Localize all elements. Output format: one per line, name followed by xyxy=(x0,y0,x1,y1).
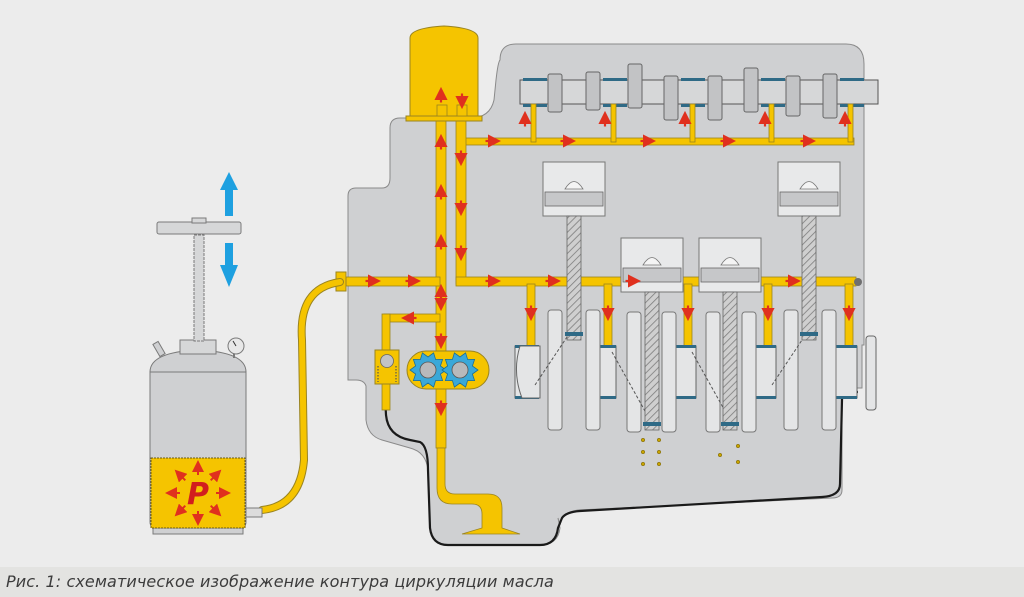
oil-drip xyxy=(640,461,646,467)
pressure-ray-arrow xyxy=(174,469,188,483)
pressure-arrows xyxy=(165,460,231,526)
blue-up-arrow xyxy=(220,172,238,216)
piston-pin xyxy=(779,191,839,207)
pump-gear-right xyxy=(441,352,479,388)
crank-web xyxy=(821,309,837,431)
piston-assembly xyxy=(542,161,606,341)
pressure-ray-arrow xyxy=(174,503,188,517)
connecting-rod xyxy=(722,291,738,431)
oil-drip xyxy=(735,459,741,465)
pressure-ray-arrow xyxy=(208,503,222,517)
pressure-relief-valve xyxy=(374,349,400,385)
oil-drip xyxy=(735,443,741,449)
pressure-label: P xyxy=(187,477,209,512)
oil-drip xyxy=(656,449,662,455)
crank-flange xyxy=(865,335,877,411)
main-journal xyxy=(832,345,858,399)
crank-web xyxy=(783,309,799,431)
pump-handle[interactable] xyxy=(156,217,242,342)
main-bearing xyxy=(672,345,696,348)
main-bearing xyxy=(672,396,696,399)
main-bearing xyxy=(592,345,616,348)
small-end xyxy=(720,257,740,266)
crank-web xyxy=(547,309,563,431)
crank-web xyxy=(741,311,757,433)
pressure-tank: P xyxy=(149,339,263,535)
rod-bearing xyxy=(800,332,818,336)
main-bearing xyxy=(592,396,616,399)
crankshaft xyxy=(514,309,877,433)
oil-circulation-diagram: P xyxy=(149,25,879,547)
pump-gear-left xyxy=(409,352,447,388)
main-bearing xyxy=(833,345,857,348)
pressure-gauge xyxy=(227,337,245,358)
figure-caption: Рис. 1: схематическое изображение контур… xyxy=(6,572,554,591)
piston-pin xyxy=(544,191,604,207)
piston-assembly xyxy=(777,161,841,341)
crank-oil-passage xyxy=(691,351,731,421)
main-bearing xyxy=(833,396,857,399)
camshaft xyxy=(519,63,879,121)
flow-arrows xyxy=(365,86,856,417)
pistons xyxy=(542,161,841,431)
main-bearing xyxy=(752,345,776,348)
crank-oil-passage xyxy=(611,351,651,421)
crank-front xyxy=(516,345,541,399)
crank-web xyxy=(661,311,677,433)
piston-pin xyxy=(700,267,760,283)
connecting-rod xyxy=(644,291,660,431)
gear-oil-pump xyxy=(406,350,490,390)
gear-hub xyxy=(451,361,469,379)
oil-sump-outline xyxy=(382,379,858,547)
oil-drip xyxy=(640,437,646,443)
main-bearing xyxy=(752,396,776,399)
rod-bearing xyxy=(721,422,739,426)
crank-web xyxy=(585,309,601,431)
oil-drip xyxy=(640,449,646,455)
oil-drip xyxy=(717,452,723,458)
connecting-rod xyxy=(801,215,817,341)
oil-filter xyxy=(405,25,483,122)
camshaft-lobes xyxy=(547,63,838,121)
oil-drip xyxy=(656,437,662,443)
piston-assembly xyxy=(698,237,762,431)
oil-drips xyxy=(640,437,741,467)
oil-drip xyxy=(656,461,662,467)
crank-web xyxy=(705,311,721,433)
gear-hub xyxy=(419,361,437,379)
gallery-plug xyxy=(854,278,862,286)
rod-bearing xyxy=(643,422,661,426)
blue-down-arrow xyxy=(220,243,238,287)
small-end xyxy=(564,181,584,190)
crank-web xyxy=(626,311,642,433)
pressure-ray-arrow xyxy=(208,469,222,483)
connecting-rod xyxy=(566,215,582,341)
small-end xyxy=(642,257,662,266)
small-end xyxy=(799,181,819,190)
rod-bearing xyxy=(565,332,583,336)
caption-bar: Рис. 1: схематическое изображение контур… xyxy=(0,567,1024,597)
